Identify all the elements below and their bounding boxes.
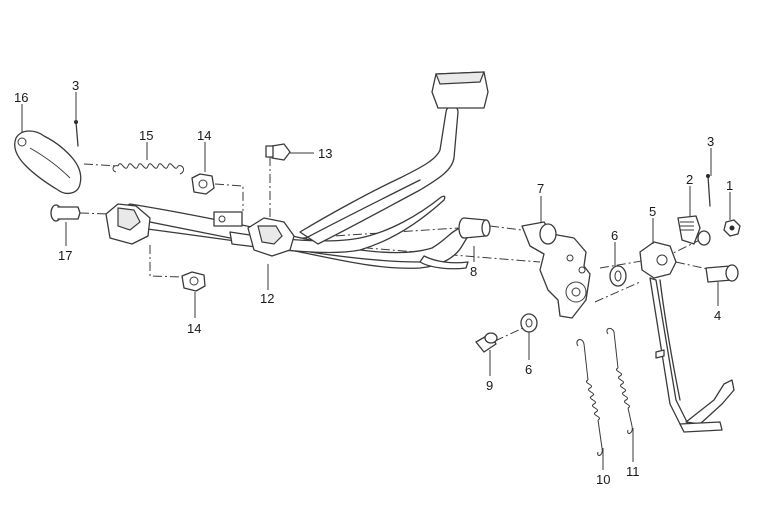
callout-3-left: 3 [72, 78, 79, 93]
part-7-bracket [521, 221, 591, 319]
part-4-bolt [705, 264, 739, 283]
part-14-nut-upper [191, 173, 215, 195]
part-13-bolt [265, 143, 291, 161]
part-15-spring [112, 163, 185, 175]
callout-2: 2 [686, 172, 693, 187]
callout-14-lower: 14 [187, 321, 201, 336]
part-6-washer-upper [609, 265, 627, 287]
part-2-switch [677, 215, 711, 246]
part-11-spring [606, 327, 633, 434]
callout-5: 5 [649, 204, 656, 219]
part-14-nut-lower [181, 271, 206, 292]
callout-10: 10 [596, 472, 610, 487]
part-17-pin [50, 204, 81, 222]
leader-lines [21, 92, 731, 470]
callout-9: 9 [486, 378, 493, 393]
callout-1: 1 [726, 178, 733, 193]
part-10-spring [576, 339, 603, 456]
callout-8: 8 [470, 264, 477, 279]
callout-13: 13 [318, 146, 332, 161]
callout-3-right: 3 [707, 134, 714, 149]
callout-6-upper: 6 [611, 228, 618, 243]
part-6-washer-lower [520, 313, 538, 333]
part-3-pin-left [74, 120, 79, 147]
part-3-pin-right [706, 174, 711, 207]
callout-4: 4 [714, 308, 721, 323]
callout-14-upper: 14 [197, 128, 211, 143]
part-5-side-stand [639, 241, 735, 433]
callout-7: 7 [537, 181, 544, 196]
part-9-bolt [475, 332, 498, 353]
callout-16: 16 [14, 90, 28, 105]
callout-12: 12 [260, 291, 274, 306]
callout-6-lower: 6 [525, 362, 532, 377]
callout-11: 11 [626, 464, 640, 479]
part-1-nut [723, 219, 741, 237]
part-8-spacer [458, 217, 491, 239]
callout-15: 15 [139, 128, 153, 143]
part-16-bracket [14, 130, 82, 195]
part-12-center-stand-frame [105, 71, 489, 270]
callout-17: 17 [58, 248, 72, 263]
callout-numbers: 16 3 15 14 13 17 14 12 8 7 6 5 2 3 1 4 9… [14, 78, 733, 487]
